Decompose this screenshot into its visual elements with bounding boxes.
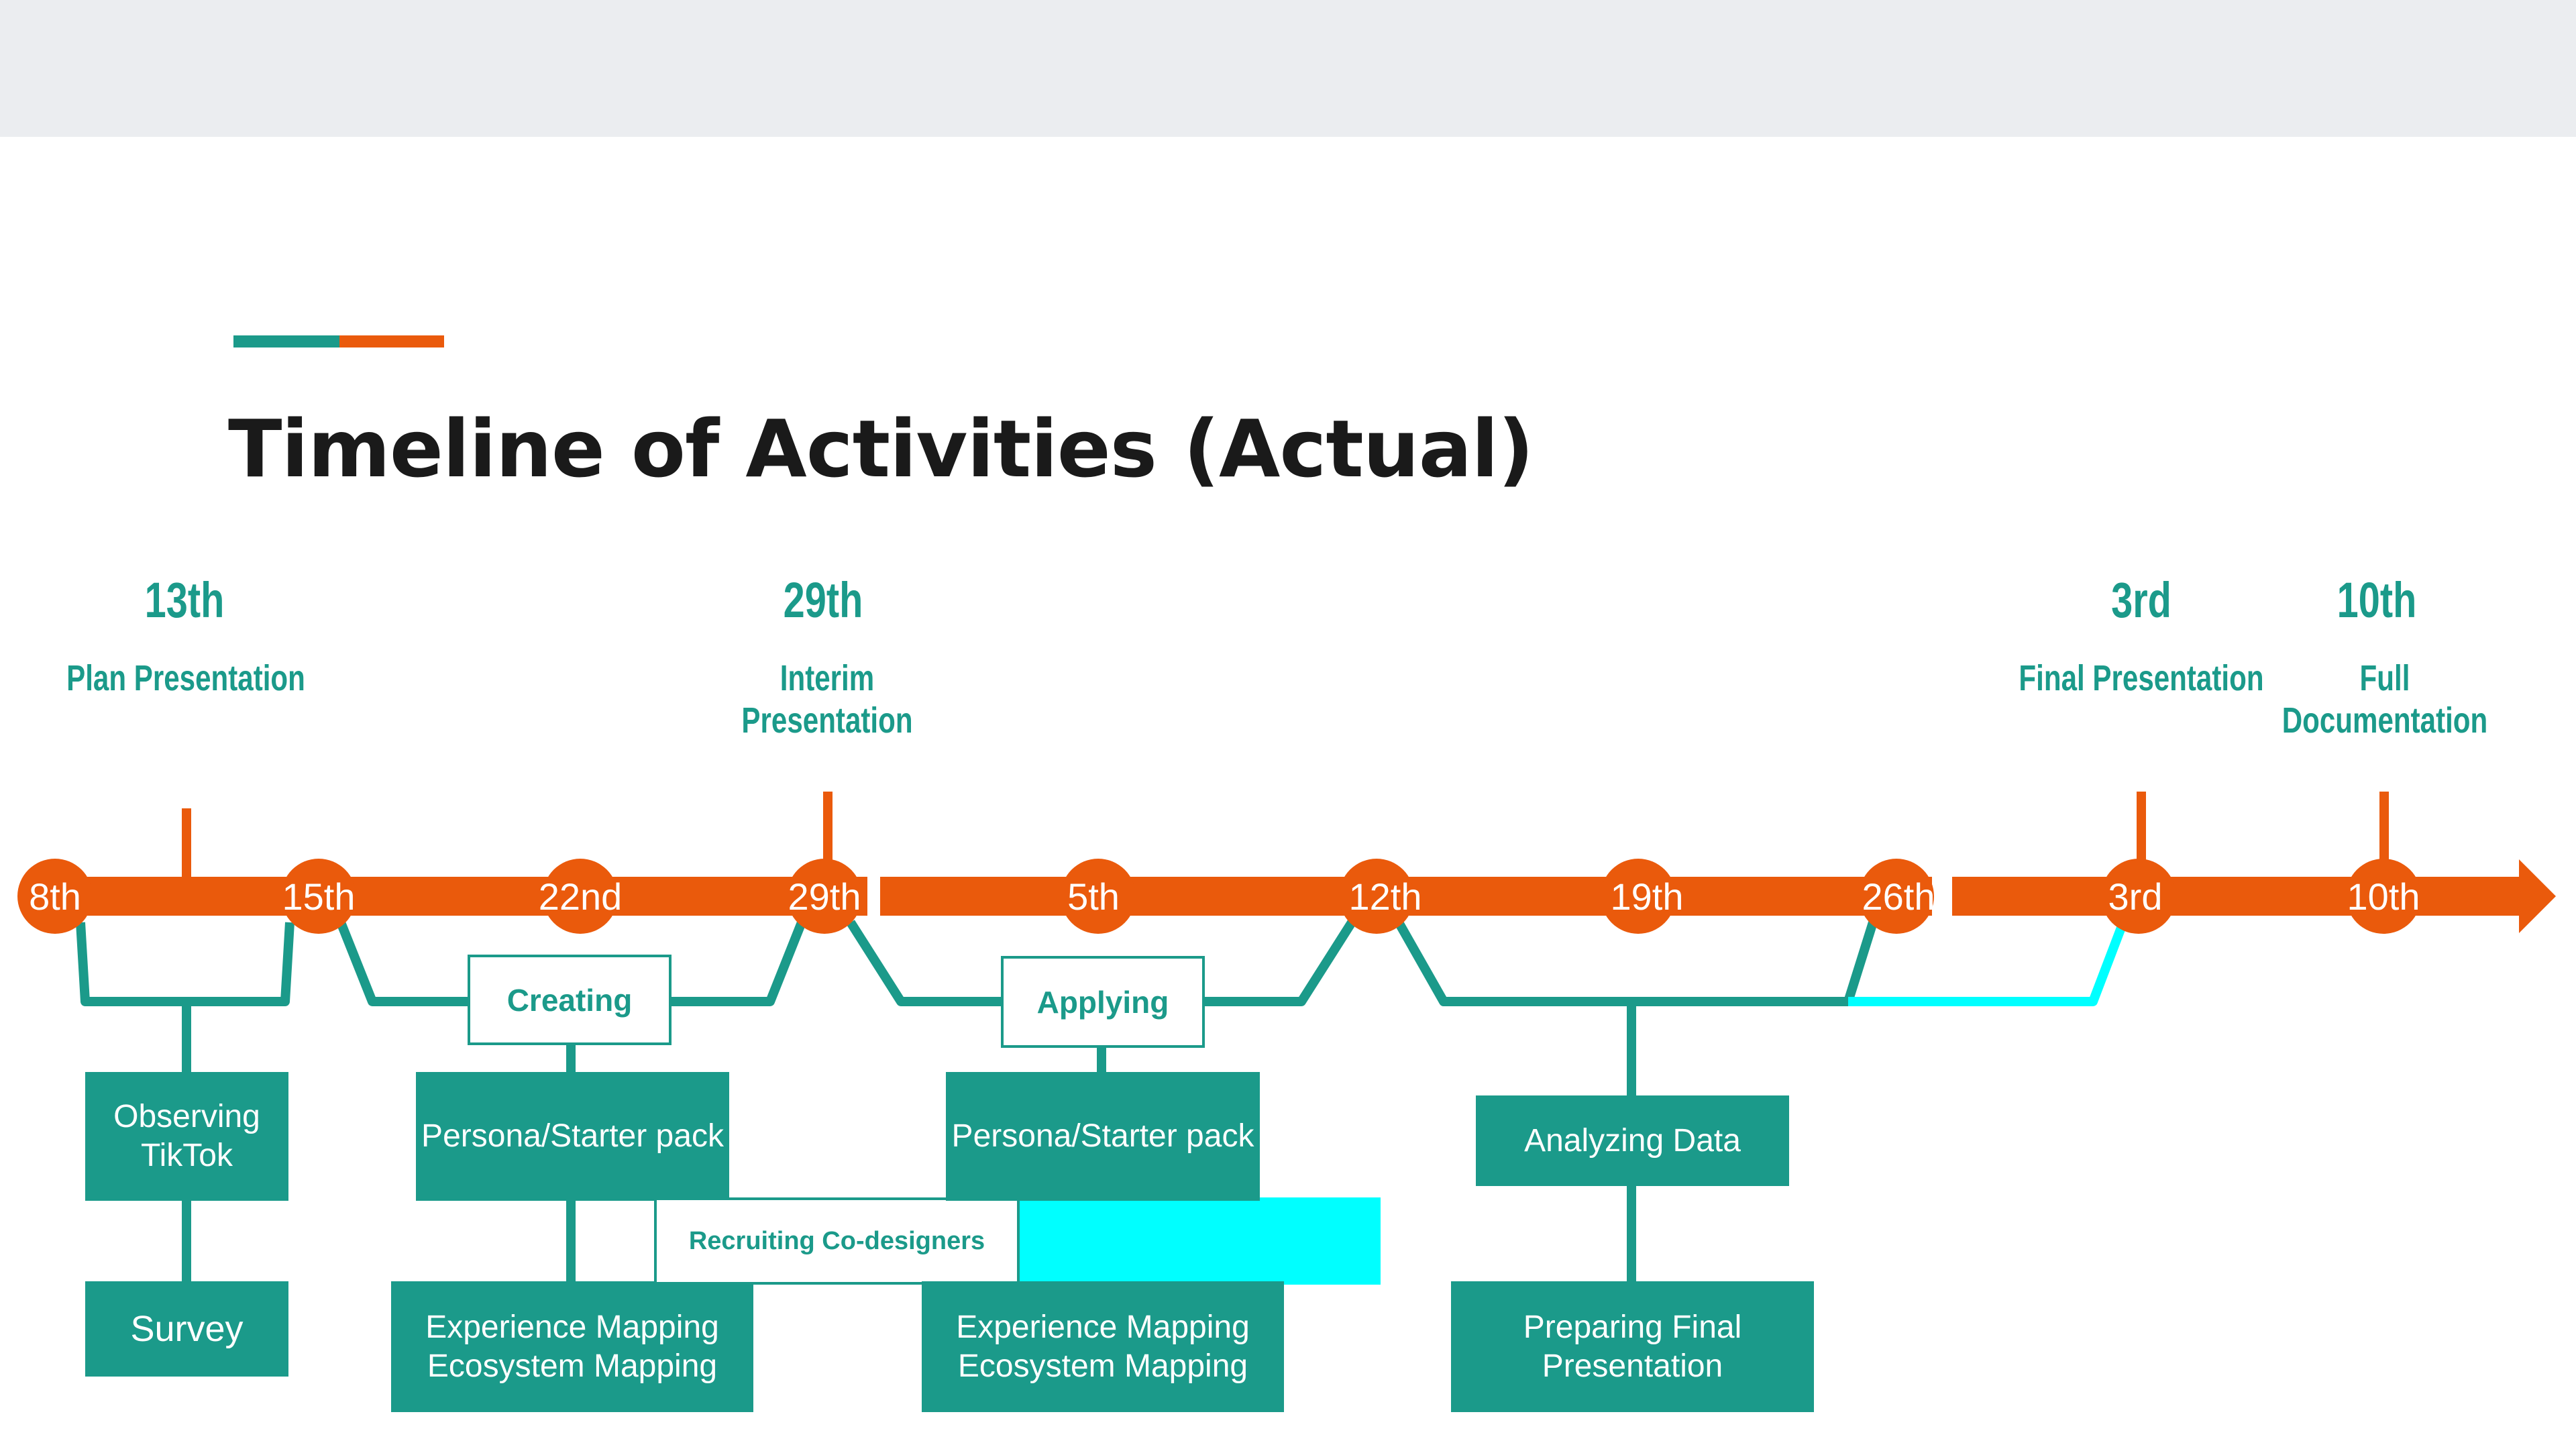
recruiting-highlight [1020, 1197, 1381, 1285]
bracket-extension-cyan [1848, 920, 2128, 1006]
timeline-node [543, 859, 618, 934]
timeline-bar-segment-3 [1952, 877, 2522, 916]
timeline-node [1339, 859, 1414, 934]
tick-documentation [2379, 792, 2389, 879]
activity-recruiting-co-designers: Recruiting Co-designers [654, 1197, 1020, 1285]
timeline-date-label: 26th [1862, 875, 1935, 918]
phase-creating: Creating [468, 955, 672, 1045]
timeline-node [281, 859, 356, 934]
activity-survey: Survey [85, 1281, 288, 1377]
top-banner [0, 0, 2576, 137]
milestone-label-interim: Interim Presentation [741, 658, 913, 741]
activity-preparing-final-presentation: Preparing Final Presentation [1451, 1281, 1814, 1412]
bracket-week-1 [76, 922, 294, 1006]
phase-applying: Applying [1001, 956, 1205, 1048]
timeline-arrowhead [2519, 859, 2556, 933]
timeline-date-label: 8th [29, 875, 81, 918]
activity-mapping-1: Experience Mapping Ecosystem Mapping [391, 1281, 753, 1412]
page-title: Timeline of Activities (Actual) [228, 402, 1534, 495]
timeline-date-label: 5th [1067, 875, 1120, 918]
milestone-date-final: 3rd [2111, 572, 2171, 628]
timeline-bar-segment-1 [23, 877, 867, 916]
timeline-node [787, 859, 862, 934]
milestone-label-documentation: Full Documentation [2282, 658, 2488, 741]
timeline-node [1859, 859, 1934, 934]
title-accent-teal [233, 335, 339, 347]
timeline-node [2346, 859, 2421, 934]
timeline-date-label: 19th [1611, 875, 1684, 918]
timeline-node [17, 859, 93, 934]
title-accent-orange [339, 335, 444, 347]
bracket-analysis [1394, 920, 1878, 1006]
milestone-date-documentation: 10th [2337, 572, 2417, 628]
activity-persona-starter-pack-1: Persona/Starter pack [416, 1072, 729, 1201]
timeline-node [1061, 859, 1136, 934]
timeline-node [2101, 859, 2176, 934]
timeline-node [1601, 859, 1676, 934]
tick-final [2137, 792, 2146, 879]
timeline-date-label: 15th [282, 875, 356, 918]
timeline-date-label: 12th [1349, 875, 1422, 918]
timeline-date-label: 29th [788, 875, 861, 918]
activity-persona-starter-pack-2: Persona/Starter pack [946, 1072, 1260, 1201]
milestone-label-plan: Plan Presentation [66, 658, 305, 698]
activity-mapping-2: Experience Mapping Ecosystem Mapping [922, 1281, 1284, 1412]
tick-interim [823, 792, 833, 879]
activity-observing-tiktok: Observing TikTok [85, 1072, 288, 1201]
milestone-label-final: Final Presentation [2019, 658, 2264, 698]
timeline-date-label: 22nd [539, 875, 623, 918]
activity-analyzing-data: Analyzing Data [1476, 1095, 1789, 1186]
milestone-date-interim: 29th [783, 572, 863, 628]
timeline-date-label: 3rd [2108, 875, 2163, 918]
milestone-date-plan: 13th [144, 572, 225, 628]
timeline-date-label: 10th [2347, 875, 2420, 918]
tick-plan [182, 808, 191, 882]
